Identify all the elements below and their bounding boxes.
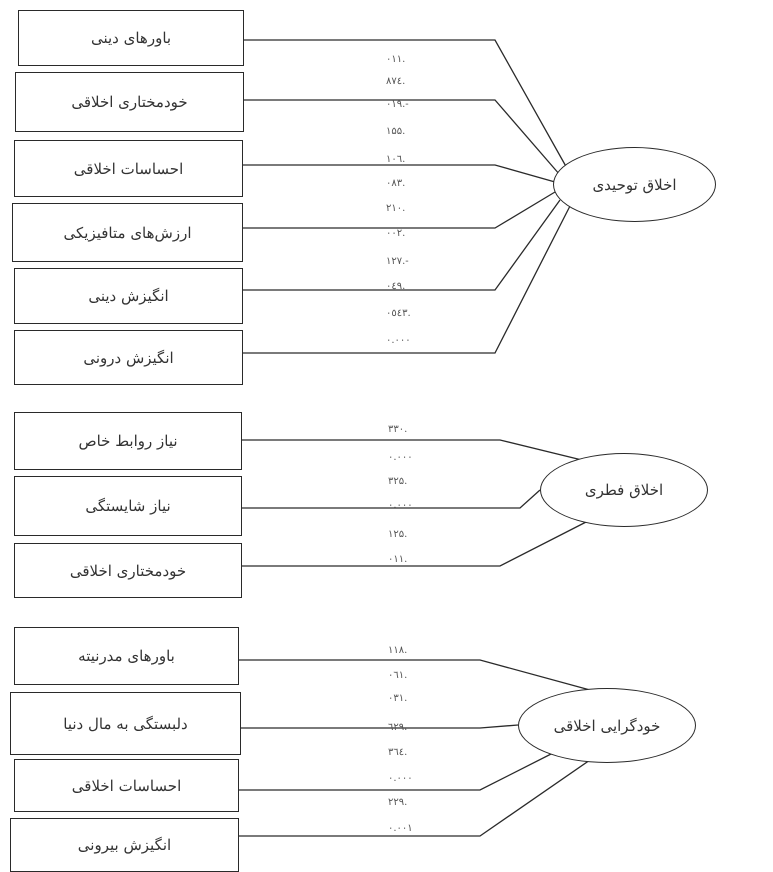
indicator-religious-motivation: انگیزش دینی xyxy=(14,268,243,324)
coefficient: ۰.۰۰۰ xyxy=(388,452,413,463)
indicator-moral-emotions: احساسات اخلاقی xyxy=(14,140,243,197)
indicator-intrinsic-motivation: انگیزش درونی xyxy=(14,330,243,385)
coefficient: ۰۰۲. xyxy=(386,228,406,239)
factor-innate-ethics: اخلاق فطری xyxy=(540,453,708,527)
indicator-moral-autonomy: خودمختاری اخلاقی xyxy=(14,543,242,598)
coefficient: ۰۱۱. xyxy=(388,554,408,565)
coefficient: ۲۲۹. xyxy=(388,797,408,808)
coefficient: ۰۱۹.- xyxy=(386,99,409,110)
indicator-special-relationships-need: نیاز روابط خاص xyxy=(14,412,242,470)
coefficient: ۰.۰۰۰ xyxy=(386,335,411,346)
coefficient: ۰۱۱. xyxy=(386,54,406,65)
coefficient: ۰٥٤۳. xyxy=(386,308,411,319)
coefficient: ۱۰٦. xyxy=(386,154,406,165)
indicator-moral-autonomy: خودمختاری اخلاقی xyxy=(15,72,244,132)
coefficient: ۱۲۵. xyxy=(388,529,408,540)
indicator-moral-emotions: احساسات اخلاقی xyxy=(14,759,239,812)
factor-monotheistic-ethics: اخلاق توحیدی xyxy=(553,147,716,222)
coefficient: ۰٤۹. xyxy=(386,281,406,292)
coefficient: ۳٦٤. xyxy=(388,747,408,758)
coefficient: ۱۱۸. xyxy=(388,645,408,656)
coefficient: ۰۳۱. xyxy=(388,693,408,704)
indicator-extrinsic-motivation: انگیزش بیرونی xyxy=(10,818,239,872)
coefficient: ۲۱۰. xyxy=(386,203,406,214)
indicator-modernity-beliefs: باورهای مدرنیته xyxy=(14,627,239,685)
coefficient: ۰.۰۰۰ xyxy=(388,773,413,784)
factor-ethical-egoism: خودگرایی اخلاقی xyxy=(518,688,696,763)
indicator-metaphysical-values: ارزش‌های متافیزیکی xyxy=(12,203,243,262)
indicator-competence-need: نیاز شایستگی xyxy=(14,476,242,536)
coefficient: ۸۷٤. xyxy=(386,76,406,87)
coefficient: ۱۲۷.- xyxy=(386,256,409,267)
coefficient: ۱۵۵. xyxy=(386,126,406,137)
indicator-worldly-attachment: دلبستگی به مال دنیا xyxy=(10,692,241,755)
coefficient: ۰.۰۰۰ xyxy=(388,500,413,511)
indicator-religious-beliefs: باورهای دینی xyxy=(18,10,244,66)
coefficient: ٦۲۹. xyxy=(388,722,408,733)
coefficient: ۳۳۰. xyxy=(388,424,408,435)
coefficient: ۳۲۵. xyxy=(388,476,408,487)
coefficient: ۰۸۳. xyxy=(386,178,406,189)
coefficient: ۰.۰۰۱ xyxy=(388,823,413,834)
coefficient: ۰٦۱. xyxy=(388,670,408,681)
